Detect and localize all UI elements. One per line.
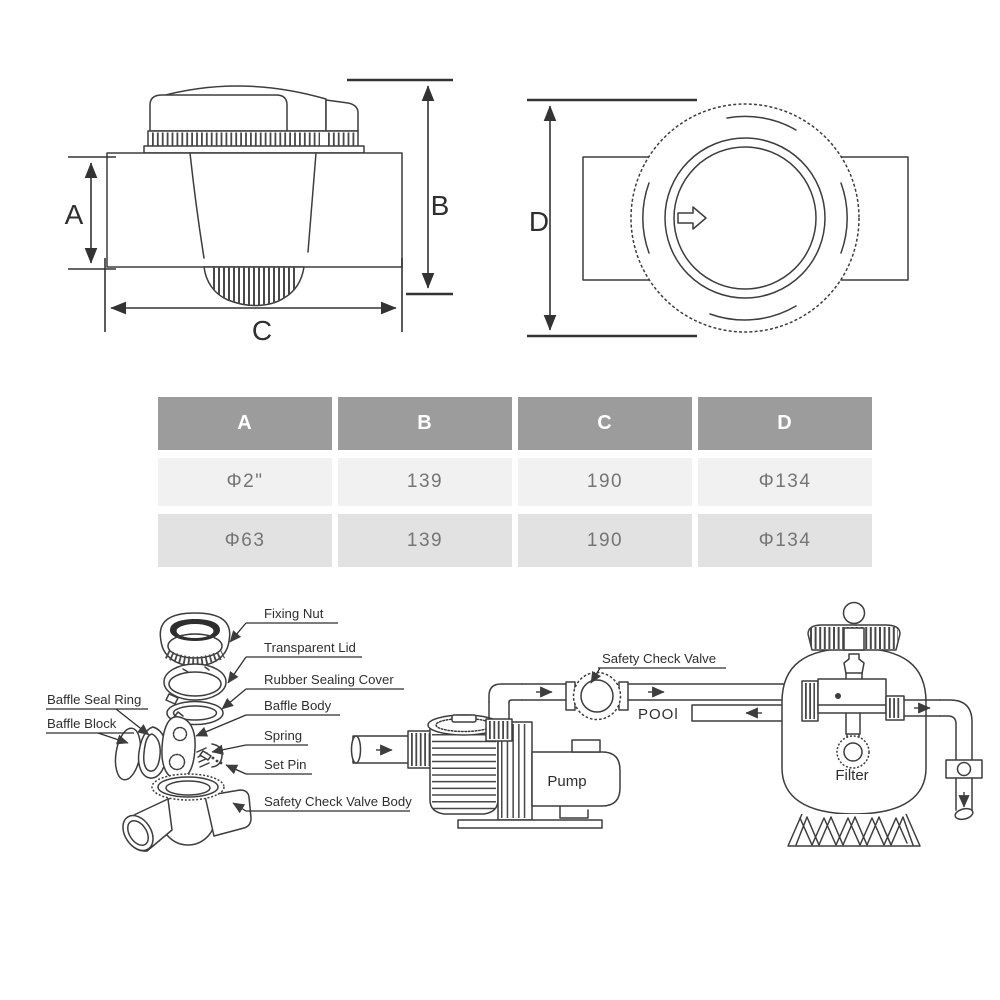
- dimension-d: D: [527, 98, 697, 338]
- exploded-parts-drawing: Fixing Nut Transparent Lid Rubber Sealin…: [46, 606, 412, 852]
- label-pump: Pump: [547, 773, 586, 790]
- flow-direction-icon: [677, 206, 707, 230]
- label-safety-check-valve: Safety Check Valve: [602, 651, 716, 666]
- filter-drawing: Filter: [781, 601, 927, 847]
- spec-table-header-d: D: [698, 397, 872, 450]
- label-spring: Spring: [264, 728, 302, 743]
- spec-table: A B C D Φ2" 139 190 Φ134 Φ63 139 190 Φ13…: [158, 397, 872, 567]
- system-schematic: Pump Safety Check Valve: [350, 601, 983, 847]
- spec-table-header-b: B: [338, 397, 512, 450]
- spec-table-cell: 139: [338, 514, 512, 567]
- label-safety-check-valve-body: Safety Check Valve Body: [264, 794, 412, 809]
- spec-table-cell: 190: [518, 514, 692, 567]
- part-labels-right: Fixing Nut Transparent Lid Rubber Sealin…: [195, 606, 412, 814]
- label-baffle-block: Baffle Block: [47, 716, 117, 731]
- transparent-lid-part: [163, 663, 227, 705]
- safety-check-valve-drawing: Safety Check Valve: [565, 651, 726, 721]
- spec-table-cell: Φ134: [698, 458, 872, 506]
- spec-table-cell: 190: [518, 458, 692, 506]
- dimension-a: A: [65, 156, 116, 270]
- label-baffle-body: Baffle Body: [264, 698, 332, 713]
- dim-label-d: D: [529, 206, 549, 237]
- set-pin-part: [199, 750, 223, 765]
- label-filter: Filter: [835, 767, 868, 784]
- dim-label-a: A: [65, 199, 84, 230]
- part-labels-left: Baffle Seal Ring Baffle Block: [46, 692, 150, 745]
- spec-table-cell: Φ63: [158, 514, 332, 567]
- label-fixing-nut: Fixing Nut: [264, 606, 324, 621]
- pool-return-pipe: POOl: [638, 704, 805, 723]
- pump-drawing: Pump: [427, 683, 621, 829]
- label-rubber-sealing-cover: Rubber Sealing Cover: [264, 672, 394, 687]
- dim-label-b: B: [431, 190, 450, 221]
- dim-label-c: C: [252, 315, 272, 346]
- dimension-c: C: [104, 258, 403, 346]
- dimension-b: B: [347, 78, 453, 296]
- spec-table-cell: Φ134: [698, 514, 872, 567]
- label-transparent-lid: Transparent Lid: [264, 640, 356, 655]
- safety-check-valve-body-part: [122, 773, 252, 852]
- fixing-nut-part: [159, 612, 231, 667]
- label-baffle-seal-ring: Baffle Seal Ring: [47, 692, 141, 707]
- waste-line-drawing: [903, 699, 983, 821]
- spec-table-header-c: C: [518, 397, 692, 450]
- label-pool: POOl: [638, 706, 679, 723]
- label-set-pin: Set Pin: [264, 757, 307, 772]
- spec-table-cell: 139: [338, 458, 512, 506]
- side-view-drawing: A B C: [65, 78, 453, 346]
- spec-table-cell: Φ2": [158, 458, 332, 506]
- spec-table-header-a: A: [158, 397, 332, 450]
- top-view-drawing: D: [527, 98, 909, 338]
